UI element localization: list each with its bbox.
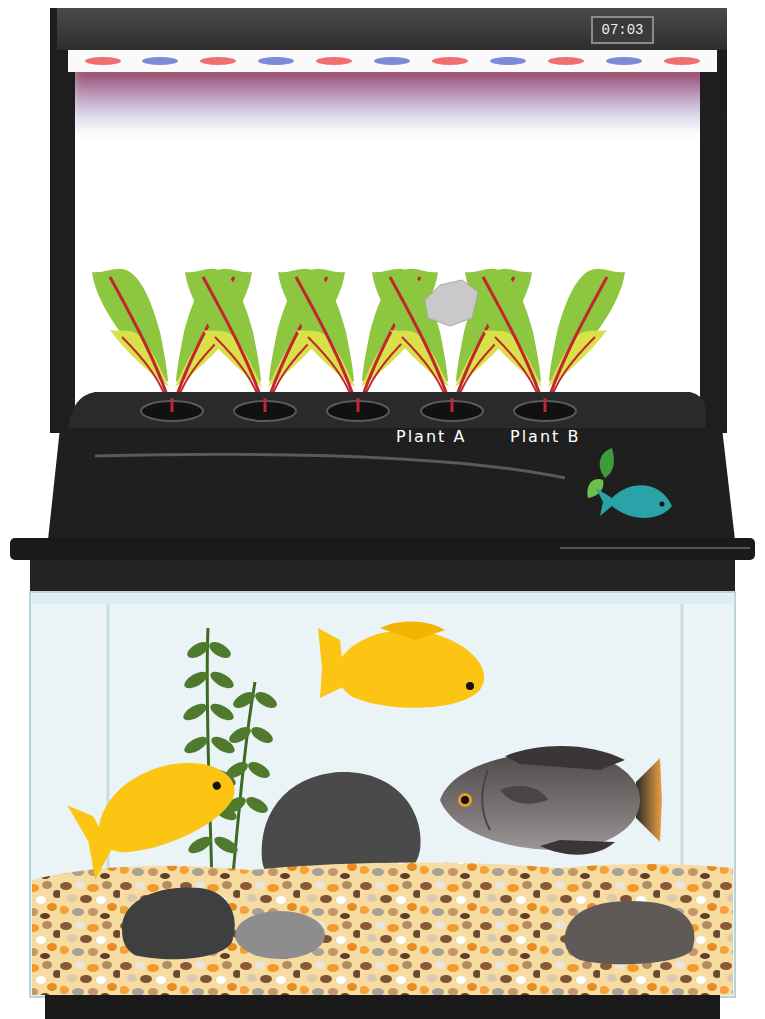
clock-display: 07:03 [591, 16, 654, 44]
plant-label: Plant B [510, 427, 580, 446]
clock-time: 07:03 [601, 22, 643, 38]
plant-label: Plant A [396, 427, 466, 446]
